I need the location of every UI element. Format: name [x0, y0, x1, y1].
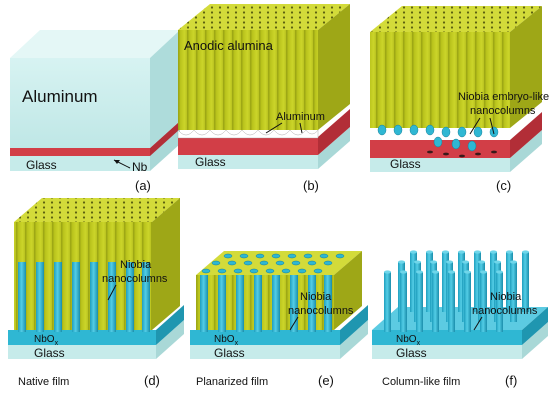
nbox-side-e: [340, 305, 368, 345]
embryo-label-line2: nanocolumns: [470, 105, 536, 117]
glass-front-a: [10, 155, 150, 171]
caption-e: Planarized film: [196, 376, 268, 388]
glass-front-e: [190, 345, 340, 359]
glass-label-a: Glass: [26, 158, 57, 172]
panel-label-b: (b): [303, 178, 319, 193]
glass-side-a: [150, 128, 180, 171]
column-caps-f: [384, 250, 529, 274]
niobia-label-f1: Niobia: [490, 291, 522, 303]
alumina-side-c: [510, 6, 542, 128]
glass-label-e: Glass: [214, 346, 245, 360]
red-base-side-c: [510, 112, 542, 158]
niobia-arrow-e: [289, 316, 299, 331]
glass-label-f: Glass: [396, 346, 427, 360]
column-tops-e: [201, 253, 345, 274]
glass-front-f: [372, 345, 522, 359]
nbox-label-f: NbOx: [396, 334, 421, 347]
caption-d: Native film: [18, 376, 69, 388]
panel-label-d: (d): [144, 373, 160, 388]
panel-c: Niobia embryo-like nanocolumns Glass (c): [370, 6, 549, 193]
nbox-label-e: NbOx: [214, 334, 239, 347]
niobia-label-d2: nanocolumns: [102, 273, 168, 285]
nbox-front-d: [8, 330, 156, 345]
nbox-side-f: [522, 307, 548, 345]
glass-label-c: Glass: [390, 157, 421, 171]
niobia-label-d1: Niobia: [120, 259, 152, 271]
niobia-label-f2: nanocolumns: [472, 305, 538, 317]
alumina-front-c: [370, 32, 510, 128]
panel-label-c: (c): [496, 178, 511, 193]
panel-label-a: (a): [135, 178, 151, 193]
nb-label: Nb: [132, 160, 148, 174]
alumina-front-b: [178, 30, 318, 130]
aluminum-block: [10, 58, 150, 148]
glass-front-d: [8, 345, 156, 359]
panel-label-f: (f): [505, 373, 517, 388]
glass-side-c: [510, 130, 542, 172]
aluminum-label: Aluminum: [22, 87, 98, 106]
glass-side-d: [156, 320, 184, 359]
glass-side-f: [522, 322, 548, 359]
alumina-pores-c: [370, 6, 542, 32]
niobia-label-e1: Niobia: [300, 291, 332, 303]
glass-side-e: [340, 320, 368, 359]
panel-b: Anodic alumina Aluminum Glass (b): [177, 4, 350, 193]
anodic-alumina-label: Anodic alumina: [184, 38, 274, 53]
nanocolumns-f: [384, 252, 529, 332]
nb-arrow-head: [114, 160, 120, 164]
niobia-arrow-f: [473, 316, 483, 331]
panel-label-e: (e): [318, 373, 334, 388]
alumina-side-e: [334, 251, 362, 330]
caption-f: Column-like film: [382, 376, 460, 388]
glass-label-d: Glass: [34, 346, 65, 360]
glass-label-b: Glass: [195, 155, 226, 169]
aluminum-arrow-2: [299, 122, 303, 134]
nbox-front-f: [372, 330, 522, 345]
aluminum-top: [10, 30, 180, 58]
glass-front-b: [178, 155, 318, 169]
panel-e: Niobia nanocolumns NbOx Glass Planarized…: [190, 251, 368, 388]
embryo-arrow-1: [469, 117, 481, 135]
glass-front-c: [370, 158, 510, 172]
panel-f: Niobia nanocolumns NbOx Glass Column-lik…: [372, 250, 548, 388]
nb-layer-side: [150, 121, 180, 156]
pit-holes: [427, 150, 497, 158]
nbox-label-d: NbOx: [34, 334, 59, 347]
aluminum-remnant-b: [177, 129, 319, 139]
red-base-front-b: [178, 137, 318, 155]
nbox-front-e: [190, 330, 340, 345]
aluminum-arrow-1: [265, 122, 283, 134]
alumina-side-b: [318, 4, 350, 130]
alumina-pores-b: [178, 4, 350, 30]
panel-a: Aluminum Glass Nb (a): [10, 30, 180, 193]
alumina-side-d: [152, 198, 180, 330]
red-base-side-b: [318, 109, 350, 155]
nbox-side-d: [156, 305, 184, 345]
glass-side-b: [318, 127, 350, 169]
niobia-arrow-d: [107, 284, 117, 301]
panel-d: Niobia nanocolumns NbOx Glass Native fil…: [8, 198, 184, 388]
alumina-pores-d: [14, 198, 180, 222]
nb-layer-front: [10, 148, 150, 156]
aluminum-remnant-label: Aluminum: [276, 111, 325, 123]
embryo-arrow-2: [489, 117, 495, 135]
nanocolumns-e: [200, 275, 332, 332]
niobia-label-e2: nanocolumns: [288, 305, 354, 317]
embryo-label-line1: Niobia embryo-like: [458, 91, 549, 103]
nanocolumns-d: [18, 262, 150, 332]
aluminum-side: [150, 30, 180, 148]
